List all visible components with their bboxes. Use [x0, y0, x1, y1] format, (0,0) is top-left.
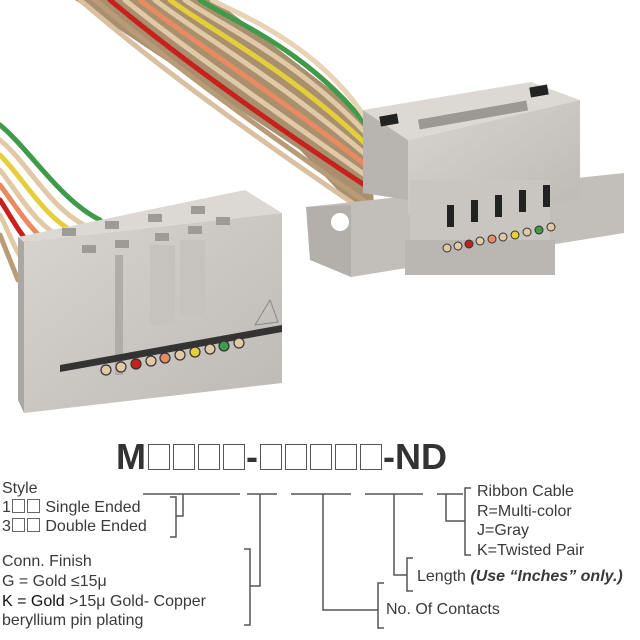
right-connector [306, 82, 624, 277]
code-box [284, 444, 307, 470]
ribbon-cable [75, 0, 375, 230]
style-option-single: 1 Single Ended [2, 499, 141, 516]
code-box [197, 444, 220, 470]
code-box [334, 444, 357, 470]
cable-option-j: J=Gray [477, 522, 530, 539]
style-title: Style [2, 480, 38, 497]
finish-option-k-line2: beryllium pin plating [2, 612, 144, 629]
part-prefix: M [116, 436, 146, 477]
code-box [147, 444, 170, 470]
part-suffix: -ND [383, 436, 447, 477]
left-connector [18, 190, 282, 413]
finish-option-k: K = Gold >15μ Gold- Copper [2, 593, 206, 610]
contact-pins-right [442, 222, 556, 253]
finish-title: Conn. Finish [2, 553, 92, 570]
code-box [172, 444, 195, 470]
code-box [222, 444, 245, 470]
contact-pins-left [100, 337, 245, 376]
part-number-template: M - -ND [116, 436, 447, 478]
code-box [309, 444, 332, 470]
cable-title: Ribbon Cable [477, 483, 574, 500]
length-label: Length (Use “Inches” only.) [417, 568, 623, 585]
leader-lines [143, 487, 471, 629]
contacts-label: No. Of Contacts [386, 601, 500, 618]
cable-option-k: K=Twisted Pair [477, 542, 585, 559]
code-box [359, 444, 382, 470]
style-option-double: 3 Double Ended [2, 518, 147, 535]
code-box [259, 444, 282, 470]
cable-option-r: R=Multi-color [477, 503, 572, 520]
finish-option-g: G = Gold ≤15μ [2, 573, 107, 590]
part-separator: - [246, 436, 258, 477]
